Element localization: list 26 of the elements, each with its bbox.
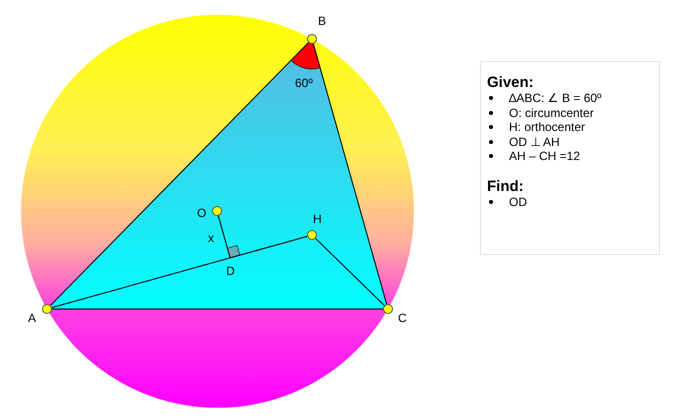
- point-marker: [383, 304, 393, 314]
- length-label: x: [208, 231, 214, 245]
- point-label: D: [226, 258, 235, 278]
- angle-label: 60º: [295, 76, 313, 90]
- line-segment: [312, 43, 388, 305]
- list-item: H: orthocenter: [509, 120, 586, 134]
- point-marker: [42, 304, 52, 314]
- list-item: OD: [509, 194, 527, 208]
- line-segment: [50, 42, 309, 306]
- section-heading: Given:: [487, 74, 535, 91]
- section-heading: Find:: [487, 178, 525, 194]
- list-item: O: circumcenter: [509, 106, 594, 120]
- line-segment: [51, 236, 308, 308]
- list-item: OD ⊥ AH: [509, 134, 560, 148]
- list-item: AH – CH =12: [509, 149, 580, 163]
- point-marker: [307, 34, 317, 44]
- line-segment: [315, 238, 385, 306]
- line-segment: [218, 215, 231, 258]
- info-card: [480, 61, 660, 255]
- line-segment: [52, 308, 384, 310]
- point-label: A: [28, 311, 36, 325]
- point-label: O: [197, 206, 206, 220]
- point-label: H: [313, 212, 322, 226]
- point-label: C: [398, 311, 407, 325]
- list-item: ∆ABC: ∠ B = 60º: [509, 91, 602, 105]
- point-label: B: [318, 14, 326, 28]
